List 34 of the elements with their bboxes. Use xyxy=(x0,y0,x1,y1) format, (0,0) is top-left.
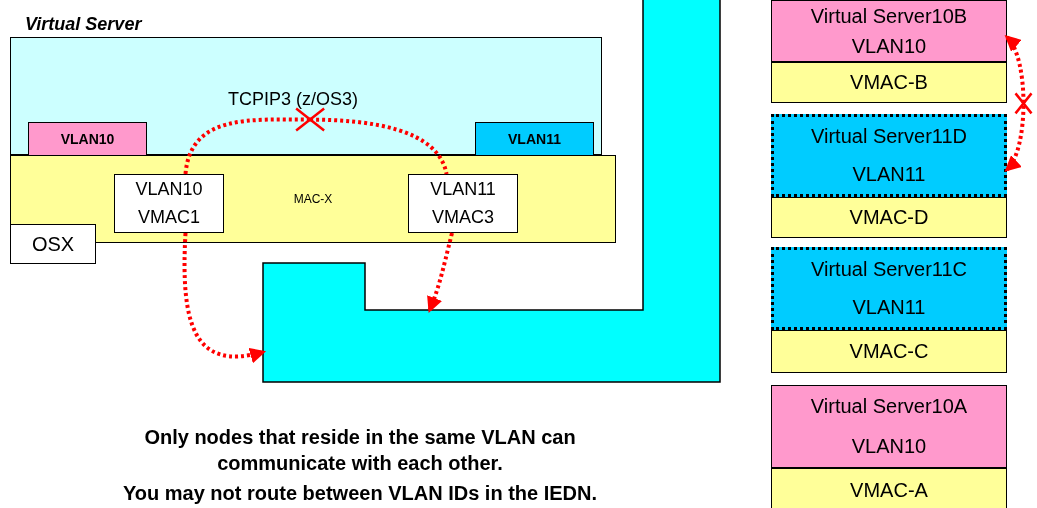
dotted-arrow xyxy=(427,232,454,313)
vlan-text: VLAN10 xyxy=(851,34,927,58)
mac-text: VMAC3 xyxy=(432,207,494,229)
server-name: Virtual Server10B xyxy=(810,4,968,28)
vmac-bar: VMAC-D xyxy=(771,197,1007,238)
server-name: Virtual Server10A xyxy=(810,394,968,418)
vlan-tag: VLAN11 xyxy=(475,122,594,156)
crossed-out-arrow xyxy=(183,107,326,175)
server-box xyxy=(771,114,1007,197)
dotted-arrow xyxy=(182,232,267,363)
note-text: You may not route between VLAN IDs in the IEDN. xyxy=(121,481,599,506)
vmac-bar: VMAC-C xyxy=(771,330,1007,373)
vmac-bar: VMAC-B xyxy=(771,62,1007,103)
vlan-text: VLAN10 xyxy=(135,178,203,200)
vmac-box xyxy=(408,174,518,233)
vlan-text: VLAN11 xyxy=(430,178,496,200)
vmac-bar: VMAC-A xyxy=(771,468,1007,508)
vlan-tag: VLAN10 xyxy=(28,122,147,156)
server-name: Virtual Server11C xyxy=(811,257,967,281)
vmac-box xyxy=(114,174,224,233)
server-box xyxy=(771,385,1007,468)
mac-label: MAC-X xyxy=(293,192,333,206)
note-text: Only nodes that reside in the same VLAN can communicate with each other. xyxy=(143,425,577,476)
host-label: TCPIP3 (z/OS3) xyxy=(228,89,359,110)
server-box xyxy=(771,0,1007,62)
vlan-text: VLAN11 xyxy=(852,296,926,320)
vlan-text: VLAN11 xyxy=(852,163,926,187)
panel-heading: Virtual Server xyxy=(25,14,142,35)
server-name: Virtual Server11D xyxy=(811,124,967,148)
crossed-out-arrow xyxy=(1005,34,1033,173)
mac-text: VMAC1 xyxy=(138,207,200,229)
server-box xyxy=(771,247,1007,330)
vlan-text: VLAN10 xyxy=(851,435,927,459)
port-box: OSX xyxy=(10,224,96,264)
